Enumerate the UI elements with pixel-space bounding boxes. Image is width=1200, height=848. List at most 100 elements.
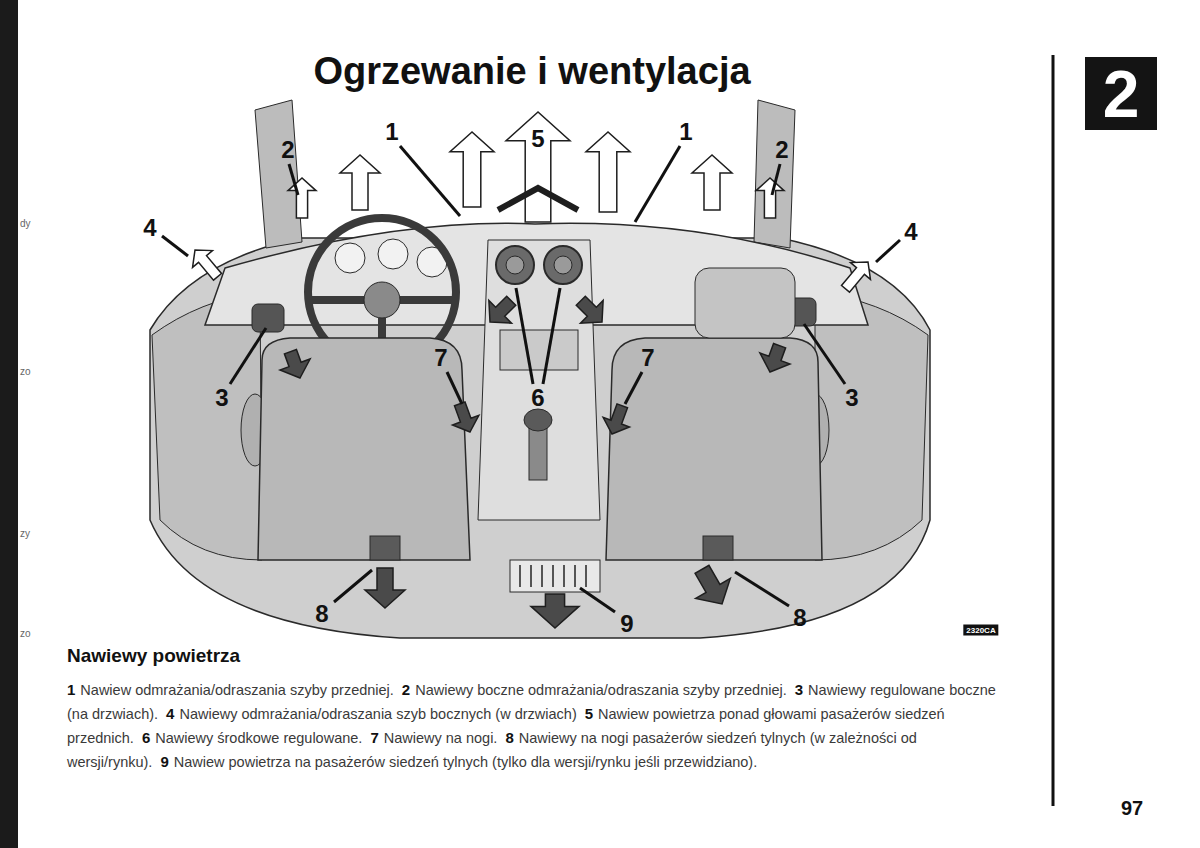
- airflow-arrow: [755, 340, 795, 377]
- headrest: [695, 268, 795, 338]
- legend-number: 1: [67, 681, 75, 698]
- callout-number: 8: [315, 600, 328, 628]
- margin-rule: [1052, 55, 1055, 806]
- airflow-arrow: [586, 132, 630, 212]
- interior-drawing: [150, 100, 930, 638]
- leader-line: [543, 288, 560, 384]
- callout-number: 1: [385, 118, 398, 146]
- page-title: Ogrzewanie i wentylacja: [313, 50, 750, 93]
- margin-fragment: dy: [20, 218, 31, 229]
- legend-number: 6: [142, 729, 150, 746]
- airflow-arrow: [185, 242, 227, 286]
- binding-shadow: [0, 0, 18, 848]
- legend-number: 5: [585, 705, 593, 722]
- vent-slat: [574, 565, 576, 587]
- airflow-arrow: [685, 559, 740, 614]
- leader-line: [289, 164, 298, 195]
- leader-line: [230, 328, 266, 384]
- callout-number: 5: [531, 125, 544, 153]
- leader-line: [735, 572, 789, 606]
- airflow-arrow: [692, 155, 732, 210]
- leader-line: [804, 324, 845, 384]
- callout-number: 7: [434, 344, 447, 372]
- airflow-chevron: [498, 188, 578, 210]
- vent-slat: [563, 565, 565, 587]
- margin-fragment: zo: [20, 366, 31, 377]
- callout-number: 6: [531, 384, 544, 412]
- legend-number: 4: [166, 705, 174, 722]
- leader-line: [334, 570, 372, 602]
- leader-line: [635, 146, 680, 222]
- right-door: [815, 292, 928, 560]
- passenger-seat: [606, 338, 822, 560]
- rear-vent: [510, 560, 600, 592]
- legend-number: 8: [505, 729, 513, 746]
- airflow-arrow: [506, 112, 570, 222]
- airflow-arrow: [599, 401, 636, 439]
- callout-number: 9: [620, 610, 633, 638]
- legend-number: 7: [370, 729, 378, 746]
- center-vent: [544, 246, 582, 284]
- door-vent: [252, 304, 284, 332]
- legend-text: Nawiewy środkowe regulowane.: [155, 730, 362, 746]
- legend-text: Nawiewy boczne odmrażania/odraszania szy…: [415, 682, 787, 698]
- vent-slat: [585, 565, 587, 587]
- callout-number: 1: [679, 118, 692, 146]
- leader-line: [447, 372, 462, 404]
- floor-vent: [703, 536, 733, 560]
- legend-text: Nawiew powietrza na pasażerów siedzeń ty…: [174, 754, 757, 770]
- a-pillar: [754, 100, 795, 248]
- legend-text: Nawiewy odmrażania/odraszania szyb boczn…: [179, 706, 576, 722]
- airflow-arrow: [340, 155, 380, 210]
- vent-knob: [554, 256, 572, 274]
- leader-line: [580, 588, 615, 612]
- airflow-arrow: [756, 178, 784, 218]
- wheel-hub: [364, 282, 400, 318]
- center-console: [478, 240, 600, 520]
- airflow-arrow: [531, 594, 579, 628]
- airflow-arrow: [569, 289, 613, 333]
- callout-number: 2: [281, 136, 294, 164]
- page-number: 97: [1121, 797, 1143, 820]
- legend-number: 3: [795, 681, 803, 698]
- chapter-number: 2: [1103, 61, 1140, 127]
- callout-number: 3: [215, 384, 228, 412]
- gauge: [335, 243, 365, 273]
- airflow-arrow: [275, 346, 315, 383]
- vent-slat: [519, 565, 521, 587]
- leader-lines: [162, 146, 900, 612]
- vent-slat: [541, 565, 543, 587]
- chapter-tab: 2: [1085, 57, 1157, 130]
- callout-number: 7: [641, 344, 654, 372]
- leader-line: [772, 164, 780, 195]
- radio: [500, 330, 578, 370]
- airflow-arrow: [836, 254, 878, 298]
- airflow-arrow: [365, 568, 405, 608]
- leader-line: [516, 288, 533, 384]
- legend-text: Nawiew odmrażania/odraszania szyby przed…: [80, 682, 394, 698]
- center-vent: [496, 246, 534, 284]
- callout-number: 2: [775, 136, 788, 164]
- a-pillar: [255, 100, 302, 248]
- legend-number: 9: [160, 753, 168, 770]
- gear-knob: [524, 409, 552, 431]
- figure-code: 2320CA: [963, 625, 998, 636]
- floor-vent: [370, 536, 400, 560]
- airflow-arrow: [288, 178, 316, 218]
- leader-line: [625, 372, 642, 404]
- airflow-arrow: [450, 132, 494, 207]
- legend-paragraph: 1 Nawiew odmrażania/odraszania szyby prze…: [67, 678, 1017, 774]
- callout-number: 4: [904, 218, 917, 246]
- vent-slat: [530, 565, 532, 587]
- leader-line: [162, 236, 188, 256]
- airflow-arrow: [447, 399, 484, 437]
- driver-seat: [258, 338, 470, 560]
- margin-fragment: zo: [20, 628, 31, 639]
- margin-fragment: zy: [20, 528, 30, 539]
- legend-text: Nawiewy na nogi.: [384, 730, 498, 746]
- callout-number: 3: [845, 384, 858, 412]
- leader-line: [876, 240, 900, 262]
- gauge: [378, 239, 408, 269]
- vent-slat: [552, 565, 554, 587]
